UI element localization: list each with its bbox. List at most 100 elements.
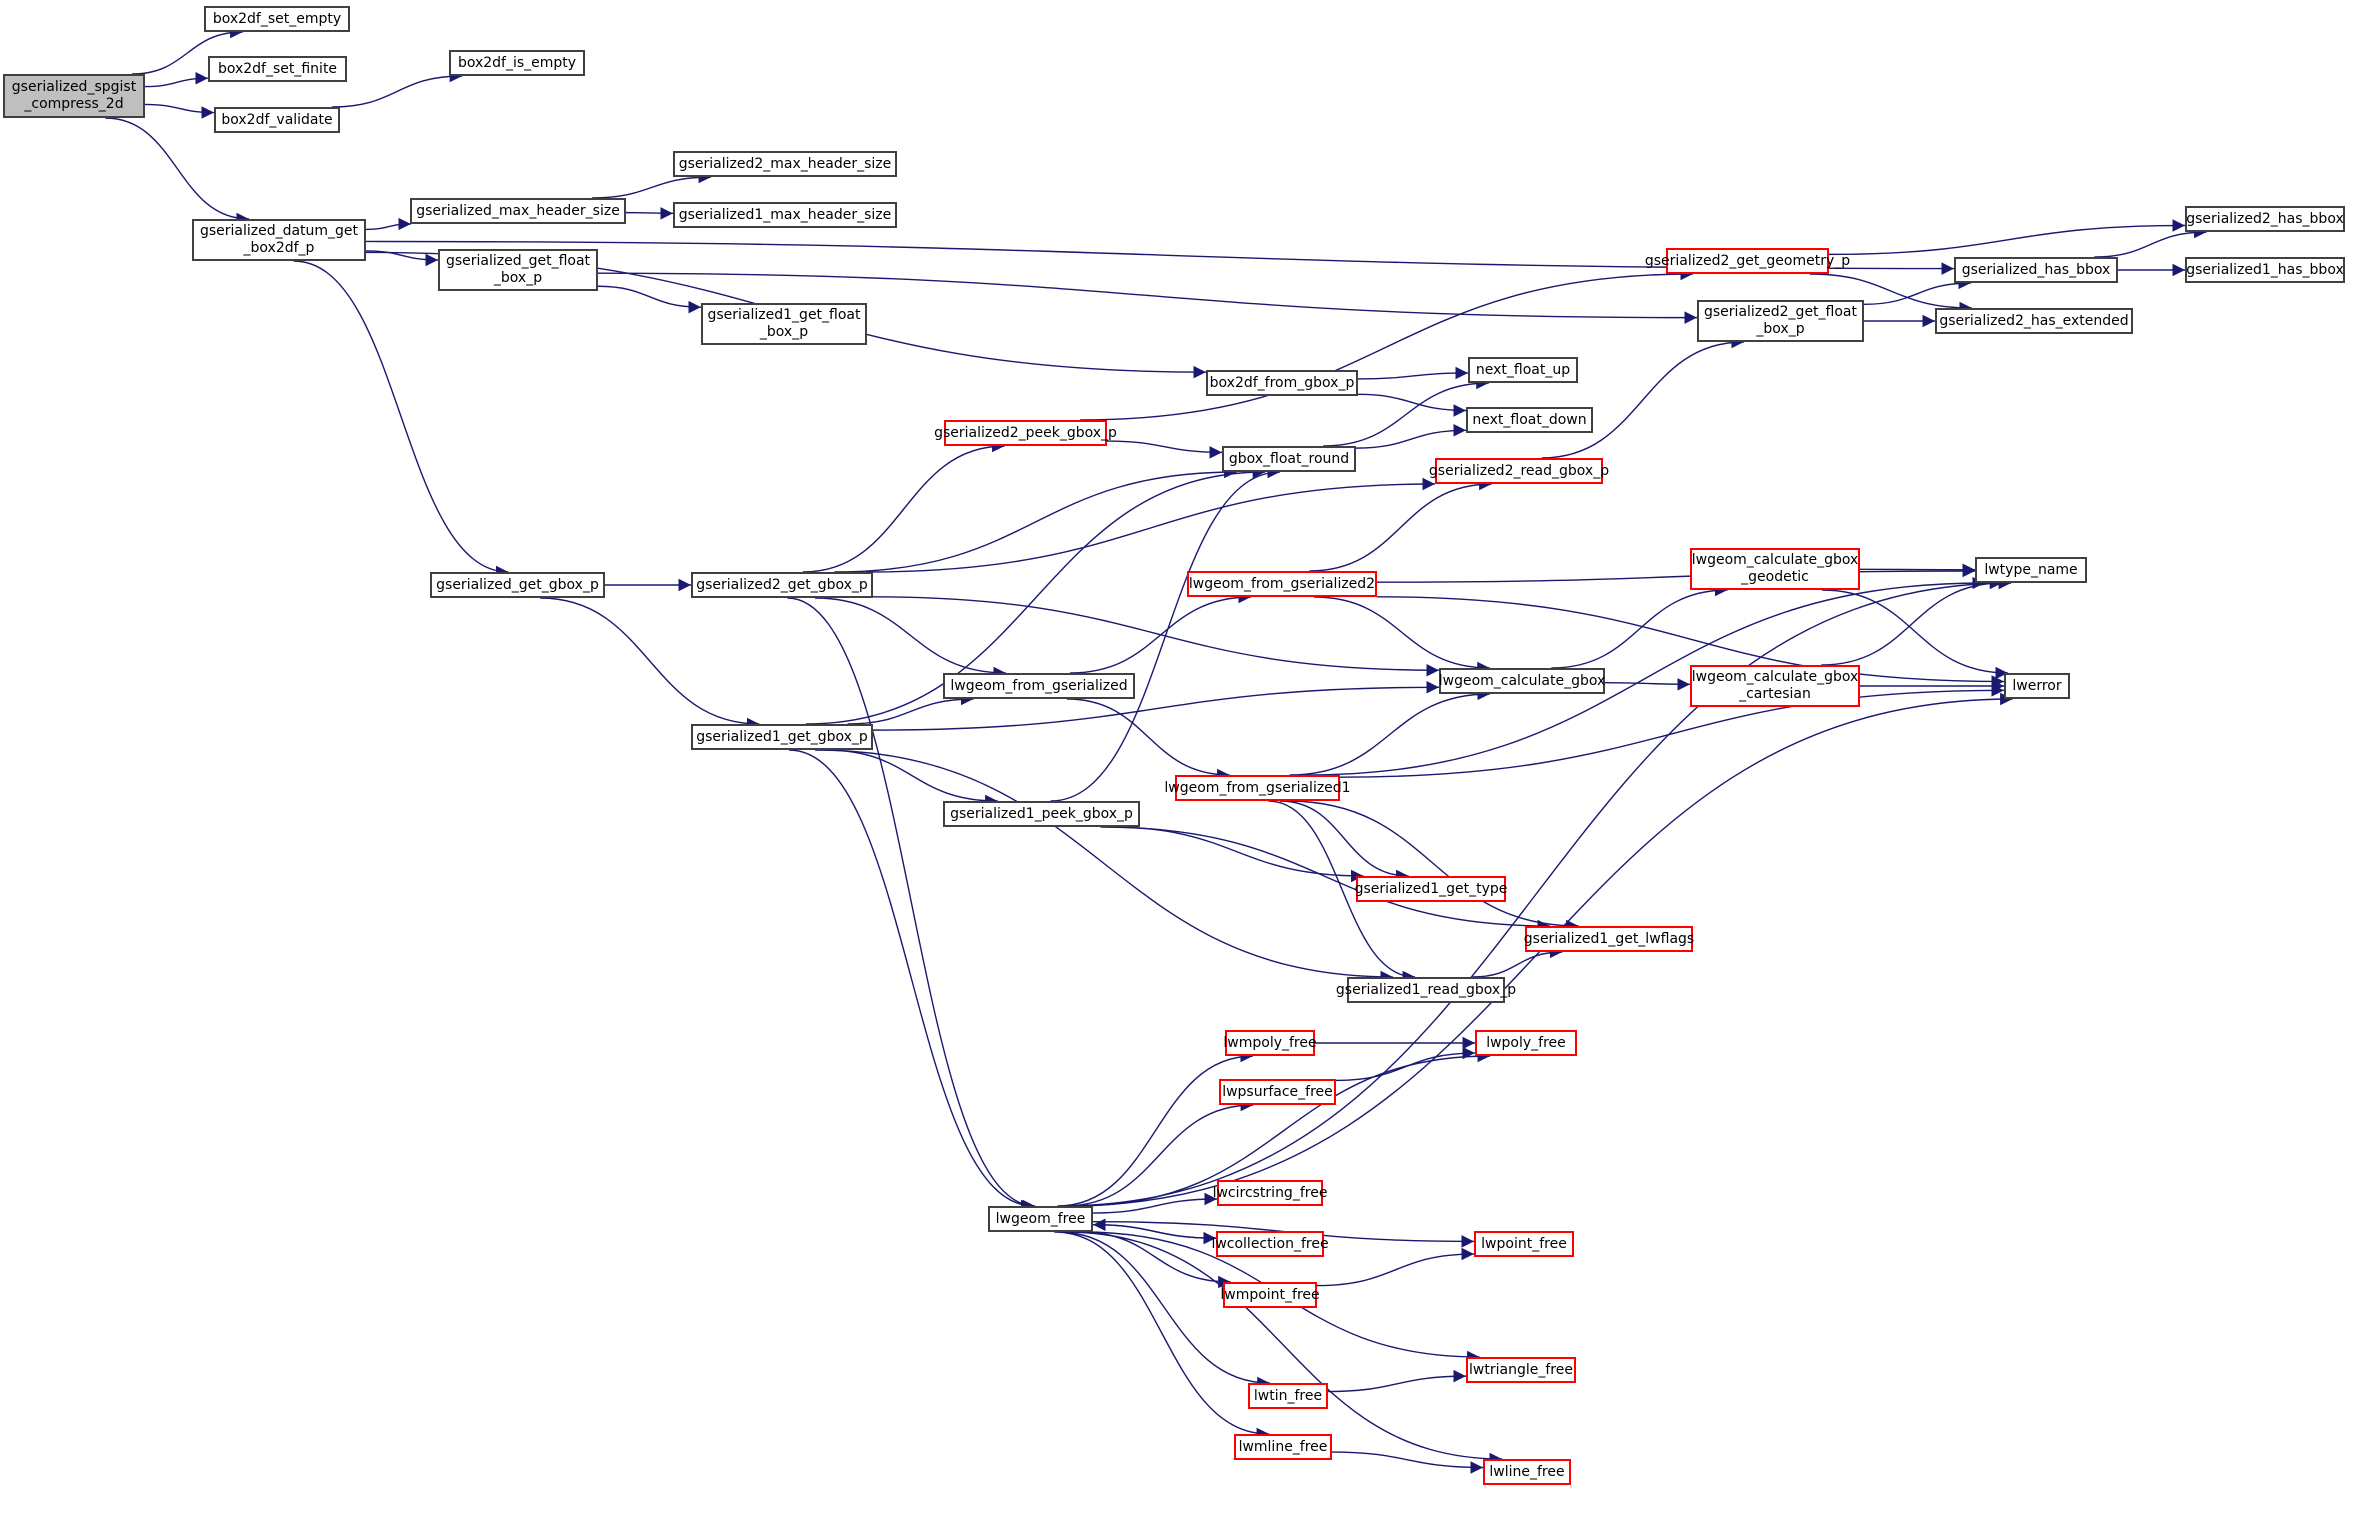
edge-get_gbox2-to-gfr	[834, 465, 1237, 573]
edge-lfg1-to-read1	[1268, 800, 1416, 984]
node-gserialized2-get-geometry-p[interactable]: gserialized2_get_geometry_p	[1645, 248, 1850, 274]
edge-peek2-to-gfr	[1106, 440, 1223, 459]
node-lwgeom-calculate-gbox-cartesian[interactable]: lwgeom_calculate_gbox _cartesian	[1690, 665, 1860, 707]
node-gserialized-has-bbox[interactable]: gserialized_has_bbox	[1954, 257, 2118, 283]
edge-get_float-to-get_float2	[597, 272, 1698, 324]
edge-root-to-datum_get	[105, 117, 250, 226]
node-gserialized2-has-extended[interactable]: gserialized2_has_extended	[1935, 308, 2133, 334]
node-lwgeom-calculate-gbox[interactable]: lwgeom_calculate_gbox	[1439, 668, 1605, 694]
node-lwline-free[interactable]: lwline_free	[1483, 1459, 1571, 1485]
edge-has_bbox-to-has_bbox2	[2094, 225, 2207, 258]
edge-lfg1-to-lwerror	[1339, 684, 2005, 778]
edge-peek2-to-get_geom2	[1080, 267, 1693, 421]
node-gserialized-spgist-compress-2d[interactable]: gserialized_spgist _compress_2d	[3, 74, 145, 118]
edge-get_gbox1-to-lwgeom_free	[788, 749, 1034, 1213]
node-lwtriangle-free[interactable]: lwtriangle_free	[1466, 1357, 1576, 1383]
edge-datum_get-to-get_gbox	[293, 260, 509, 579]
edge-peek1-to-gfr	[1050, 465, 1280, 802]
edge-get_gbox2-to-lfg	[815, 597, 1006, 680]
node-lwpoint-free[interactable]: lwpoint_free	[1474, 1231, 1574, 1257]
node-gserialized2-get-float-box-p[interactable]: gserialized2_get_float _box_p	[1697, 300, 1864, 342]
node-next-float-down[interactable]: next_float_down	[1466, 407, 1593, 433]
edge-get_gbox2-to-read2	[866, 477, 1436, 573]
edge-b_from_gbox-to-nf_down	[1357, 393, 1467, 417]
node-gserialized1-get-type[interactable]: gserialized1_get_type	[1355, 876, 1507, 902]
edge-get_gbox1-to-peek1	[825, 749, 998, 808]
node-lwtype-name[interactable]: lwtype_name	[1975, 557, 2087, 583]
edge-lfg2-to-lwerror	[1376, 596, 2005, 688]
edge-get_gbox-to-get_gbox1	[540, 597, 760, 731]
edge-lwgeom_free-to-lwline	[1065, 1231, 1503, 1466]
edge-datum_get-to-get_float	[365, 250, 439, 267]
edge-get_gbox2-to-lwgeom_free	[787, 597, 1036, 1213]
edge-lfg1-to-get_type1	[1279, 800, 1409, 883]
node-gserialized-max-header-size[interactable]: gserialized_max_header_size	[410, 198, 626, 224]
edge-get_geom2-to-has_ext2	[1809, 273, 1972, 315]
node-box2df-is-empty[interactable]: box2df_is_empty	[449, 50, 585, 76]
edge-calc-to-calc_geo	[1551, 583, 1728, 669]
edge-b_from_gbox-to-nf_up	[1357, 366, 1469, 380]
node-gserialized-datum-get-box2df-p[interactable]: gserialized_datum_get _box2df_p	[192, 219, 366, 261]
node-gserialized-get-gbox-p[interactable]: gserialized_get_gbox_p	[430, 572, 605, 598]
node-lwtin-free[interactable]: lwtin_free	[1248, 1383, 1328, 1409]
edge-root-to-b_validate	[144, 103, 215, 119]
node-gserialized2-peek-gbox-p[interactable]: gserialized2_peek_gbox_p	[934, 420, 1117, 446]
node-gserialized1-read-gbox-p[interactable]: gserialized1_read_gbox_p	[1336, 977, 1516, 1003]
edge-calc-to-calc_cart	[1604, 678, 1691, 691]
node-lwcollection-free[interactable]: lwcollection_free	[1211, 1231, 1329, 1257]
edge-get_geom2-to-has_bbox2	[1828, 219, 2186, 256]
node-box2df-set-empty[interactable]: box2df_set_empty	[204, 6, 350, 32]
node-lwpoly-free[interactable]: lwpoly_free	[1475, 1030, 1577, 1056]
edge-lwgeom_free-to-lwpoly	[1076, 1049, 1491, 1207]
edge-root-to-b_set_finite	[144, 71, 209, 88]
edge-lfg2-to-read2	[1309, 477, 1492, 572]
node-lwgeom-from-gserialized1[interactable]: lwgeom_from_gserialized1	[1164, 775, 1351, 801]
edge-lfg-to-lfg1	[1066, 698, 1230, 782]
edge-lfg2-to-lwtype	[1376, 564, 1976, 583]
node-gbox-float-round[interactable]: gbox_float_round	[1222, 446, 1356, 472]
node-gserialized2-get-gbox-p[interactable]: gserialized2_get_gbox_p	[691, 572, 873, 598]
node-gserialized1-get-lwflags[interactable]: gserialized1_get_lwflags	[1524, 926, 1694, 952]
node-lwmline-free[interactable]: lwmline_free	[1234, 1434, 1332, 1460]
node-gserialized-get-float-box-p[interactable]: gserialized_get_float _box_p	[438, 249, 598, 291]
edge-lwtin-to-lwtri	[1327, 1369, 1467, 1393]
node-gserialized1-get-float-box-p[interactable]: gserialized1_get_float _box_p	[701, 303, 867, 345]
node-lwgeom-free[interactable]: lwgeom_free	[988, 1206, 1093, 1232]
node-box2df-validate[interactable]: box2df_validate	[214, 107, 340, 133]
edge-lwgeom_free-to-lwmline	[1054, 1231, 1270, 1441]
node-lwerror[interactable]: lwerror	[2004, 673, 2070, 699]
node-gserialized1-max-header-size[interactable]: gserialized1_max_header_size	[673, 202, 897, 228]
node-lwcircstring-free[interactable]: lwcircstring_free	[1213, 1180, 1327, 1206]
node-gserialized2-has-bbox[interactable]: gserialized2_has_bbox	[2185, 206, 2345, 232]
node-gserialized2-read-gbox-p[interactable]: gserialized2_read_gbox_p	[1429, 458, 1609, 484]
node-gserialized1-peek-gbox-p[interactable]: gserialized1_peek_gbox_p	[943, 801, 1140, 827]
node-next-float-up[interactable]: next_float_up	[1468, 357, 1578, 383]
node-gserialized1-has-bbox[interactable]: gserialized1_has_bbox	[2185, 257, 2345, 283]
edge-lfg-to-lfg2	[1069, 590, 1252, 674]
edge-lwpsurf-to-lwpoly	[1335, 1046, 1476, 1082]
node-lwgeom-from-gserialized2[interactable]: lwgeom_from_gserialized2	[1187, 571, 1377, 597]
node-lwpsurface-free[interactable]: lwpsurface_free	[1219, 1079, 1336, 1105]
node-gserialized2-max-header-size[interactable]: gserialized2_max_header_size	[673, 151, 897, 177]
node-box2df-set-finite[interactable]: box2df_set_finite	[208, 56, 347, 82]
node-lwgeom-calculate-gbox-geodetic[interactable]: lwgeom_calculate_gbox _geodetic	[1690, 548, 1860, 590]
edge-get_float-to-get_float1	[597, 285, 702, 314]
edge-read1-to-lwflags1	[1472, 945, 1563, 978]
edge-datum_get-to-has_bbox	[365, 240, 1955, 275]
edge-read2-to-get_float2	[1541, 335, 1744, 459]
edge-get_gbox2-to-calc	[872, 596, 1440, 677]
edge-lwcoll-to-lwgeom_free	[1092, 1218, 1217, 1239]
edge-gfr-to-nf_down	[1355, 424, 1467, 449]
edge-lwgeom_free-to-lwcirc	[1092, 1192, 1218, 1214]
edge-calc_geo-to-lwerror	[1822, 589, 2008, 680]
node-lwmpoint-free[interactable]: lwmpoint_free	[1220, 1282, 1320, 1308]
node-gserialized1-get-gbox-p[interactable]: gserialized1_get_gbox_p	[691, 724, 873, 750]
node-box2df-from-gbox-p[interactable]: box2df_from_gbox_p	[1206, 370, 1358, 396]
edge-lfg1-to-lwflags1	[1287, 800, 1579, 933]
edge-max_hdr-to-max_hdr1	[625, 207, 674, 220]
node-lwmpoly-free[interactable]: lwmpoly_free	[1223, 1030, 1317, 1056]
edge-lwgeom_free-to-lwtype	[1060, 576, 2012, 1207]
node-lwgeom-from-gserialized[interactable]: lwgeom_from_gserialized	[943, 673, 1135, 699]
edge-get_gbox1-to-read1	[815, 749, 1393, 984]
